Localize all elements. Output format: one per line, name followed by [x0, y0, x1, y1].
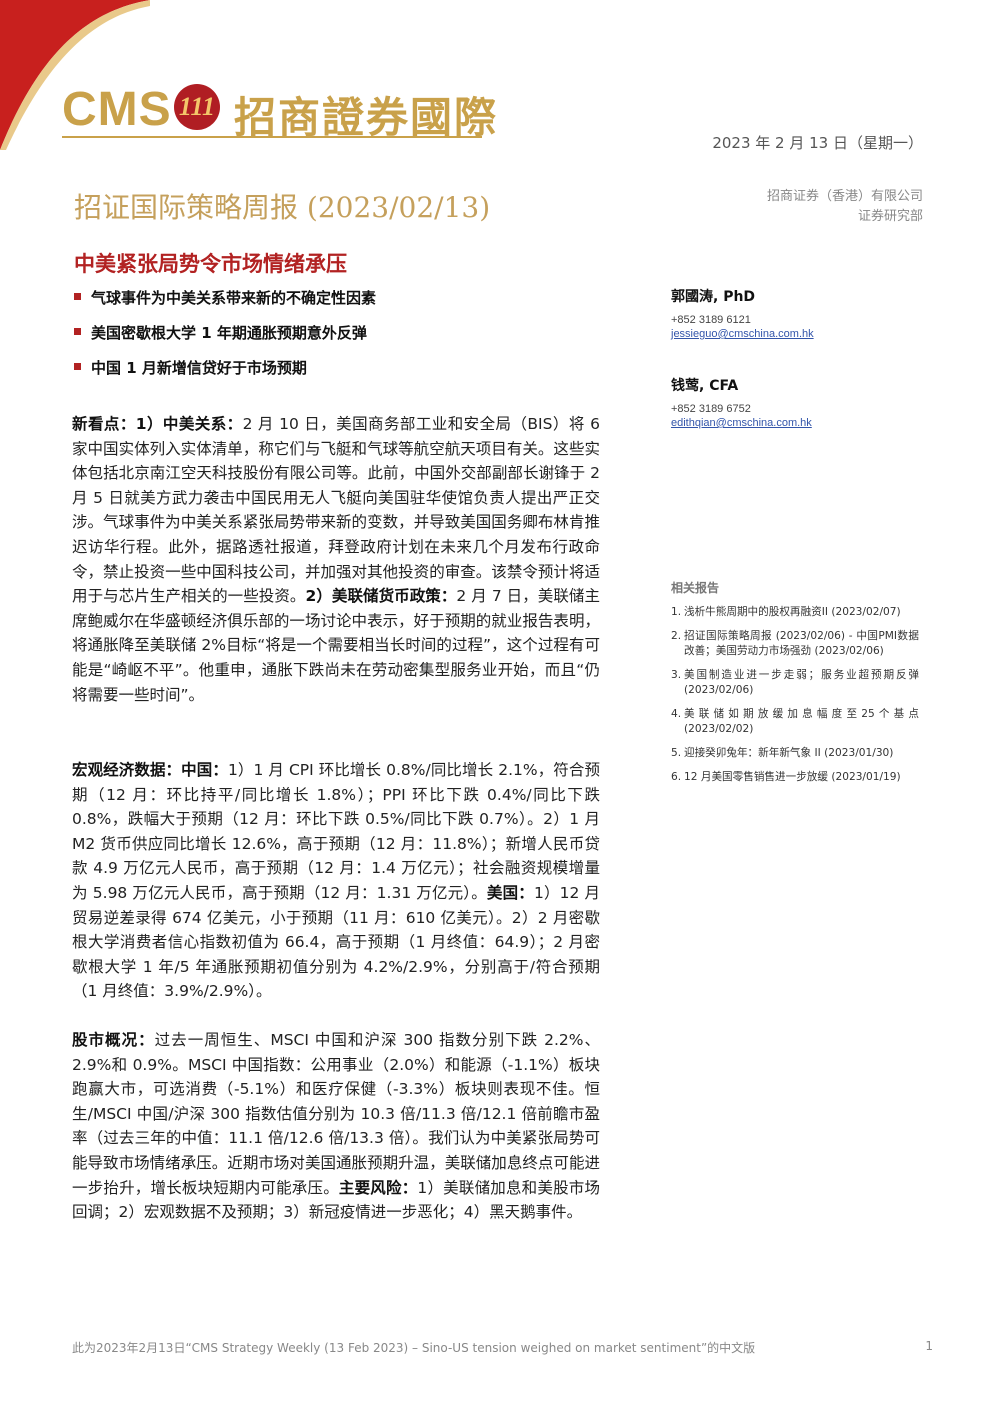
- red-square-bullet-icon: [74, 293, 81, 300]
- key-point: 气球事件为中美关系带来新的不确定性因素: [74, 288, 614, 323]
- related-report-item[interactable]: 6.12 月美国零售销售进一步放缓 (2023/01/19): [671, 771, 901, 783]
- company-name: 招商证券（香港）有限公司: [766, 189, 923, 204]
- key-point: 美国密歇根大学 1 年期通胀预期意外反弹: [74, 323, 614, 358]
- related-reports-heading: 相关报告: [671, 581, 720, 595]
- corner-swoosh-decoration: [0, 0, 150, 150]
- footer-note: 此为2023年2月13日“CMS Strategy Weekly (13 Feb…: [72, 1341, 756, 1355]
- related-report-item[interactable]: 1.浅析牛熊周期中的股权再融资II (2023/02/07): [671, 606, 901, 618]
- page-number: 1: [925, 1339, 933, 1353]
- related-reports-list: 1.浅析牛熊周期中的股权再融资II (2023/02/07) 2.招证国际策略周…: [671, 605, 919, 794]
- analyst-phone: +852 3189 6121: [671, 314, 751, 326]
- analyst-name: 郭國涛, PhD: [671, 289, 756, 305]
- logo-badge-icon: 111: [174, 84, 220, 130]
- company-info: 招商证券（香港）有限公司 证券研究部: [767, 187, 923, 227]
- analyst-email-link[interactable]: edithqian@cmschina.com.hk: [671, 417, 812, 429]
- report-title: 招证国际策略周报 (2023/02/13): [74, 191, 491, 224]
- related-report-item[interactable]: 2.招证国际策略周报 (2023/02/06) - 中国PMI数据改善；美国劳动…: [671, 630, 919, 657]
- logo-chinese-text: 招商證券國際: [234, 93, 499, 142]
- paragraph-market-overview: 股市概况：过去一周恒生、MSCI 中国和沪深 300 指数分别下跌 2.2%、2…: [72, 1031, 600, 1222]
- report-date: 2023 年 2 月 13 日（星期一）: [712, 134, 923, 152]
- analyst-email-link[interactable]: jessieguo@cmschina.com.hk: [671, 328, 814, 340]
- related-report-item[interactable]: 4.美联储如期放缓加息幅度至25个基点 (2023/02/02): [671, 708, 919, 735]
- report-subtitle: 中美紧张局势令市场情绪承压: [74, 251, 347, 276]
- related-report-item[interactable]: 5.迎接癸卯兔年：新年新气象 II (2023/01/30): [671, 747, 894, 759]
- analyst-phone: +852 3189 6752: [671, 403, 751, 415]
- key-point: 中国 1 月新增信贷好于市场预期: [74, 358, 614, 393]
- red-square-bullet-icon: [74, 328, 81, 335]
- analyst-name: 钱莺, CFA: [671, 378, 739, 394]
- key-points-list: 气球事件为中美关系带来新的不确定性因素 美国密歇根大学 1 年期通胀预期意外反弹…: [74, 288, 614, 393]
- red-square-bullet-icon: [74, 363, 81, 370]
- related-report-item[interactable]: 3.美国制造业进一步走弱；服务业超预期反弹 (2023/02/06): [671, 669, 919, 696]
- logo-underline: [62, 136, 482, 138]
- logo-cms-text: CMS: [62, 83, 172, 136]
- paragraph-macro-data: 宏观经济数据：中国：1）1 月 CPI 环比增长 0.8%/同比增长 2.1%，…: [72, 761, 600, 1001]
- company-dept: 证券研究部: [857, 209, 923, 224]
- paragraph-new-highlights: 新看点：1）中美关系：2 月 10 日，美国商务部工业和安全局（BIS）将 6 …: [72, 415, 600, 704]
